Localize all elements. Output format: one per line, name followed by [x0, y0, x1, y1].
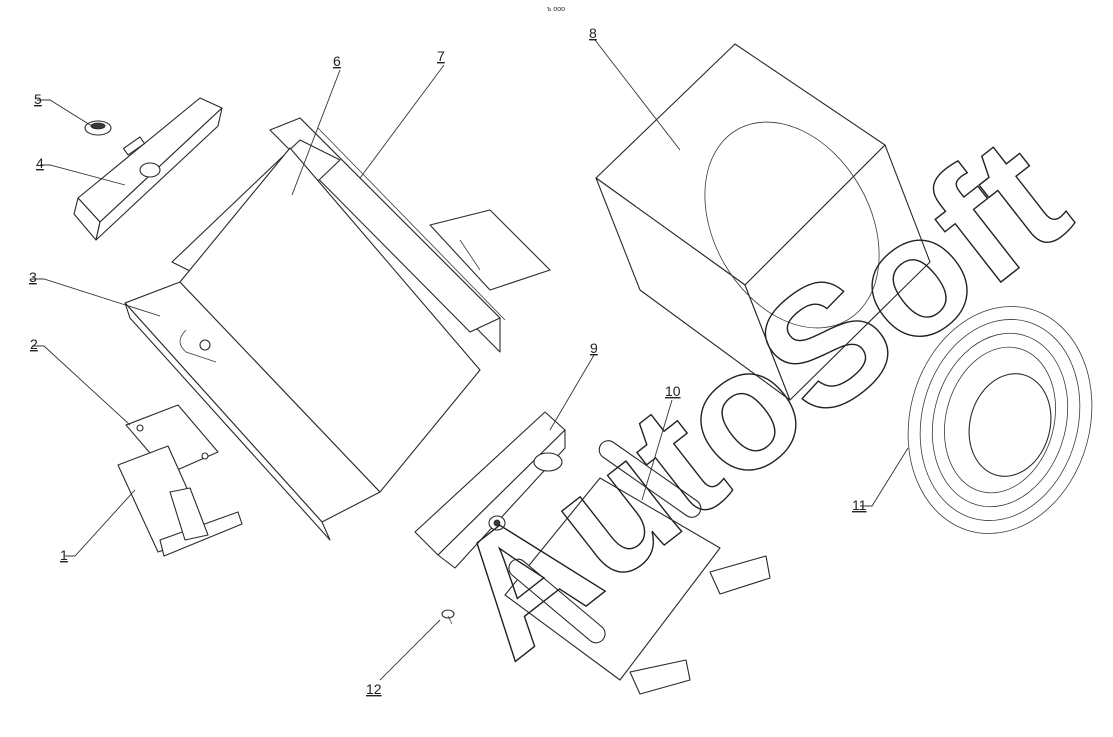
callout-5: 5	[34, 91, 42, 107]
callout-1: 1	[60, 547, 68, 563]
callout-12: 12	[366, 681, 382, 697]
callout-8: 8	[589, 25, 597, 41]
callout-9: 9	[590, 340, 598, 356]
part-12-bolt	[441, 609, 455, 625]
part-9-lower-tank	[414, 411, 566, 569]
part-2-bracket	[125, 404, 219, 475]
callout-2: 2	[30, 336, 38, 352]
top-mark: ъ ооо	[547, 6, 565, 13]
callout-10: 10	[665, 383, 681, 399]
part-1-mount-bracket	[117, 445, 243, 557]
part-11-fan-guard	[907, 306, 1093, 534]
part-4-top-cover	[73, 97, 223, 241]
part-3-shroud	[124, 147, 481, 541]
part-10-cooler	[504, 440, 771, 695]
callout-4: 4	[36, 155, 44, 171]
callout-6: 6	[333, 53, 341, 69]
part-5-cap	[84, 120, 112, 136]
callout-11: 11	[852, 497, 867, 513]
part-8-fan-shroud	[595, 43, 931, 401]
leader-lines	[30, 39, 909, 681]
callout-7: 7	[437, 48, 445, 64]
callout-3: 3	[29, 269, 37, 285]
